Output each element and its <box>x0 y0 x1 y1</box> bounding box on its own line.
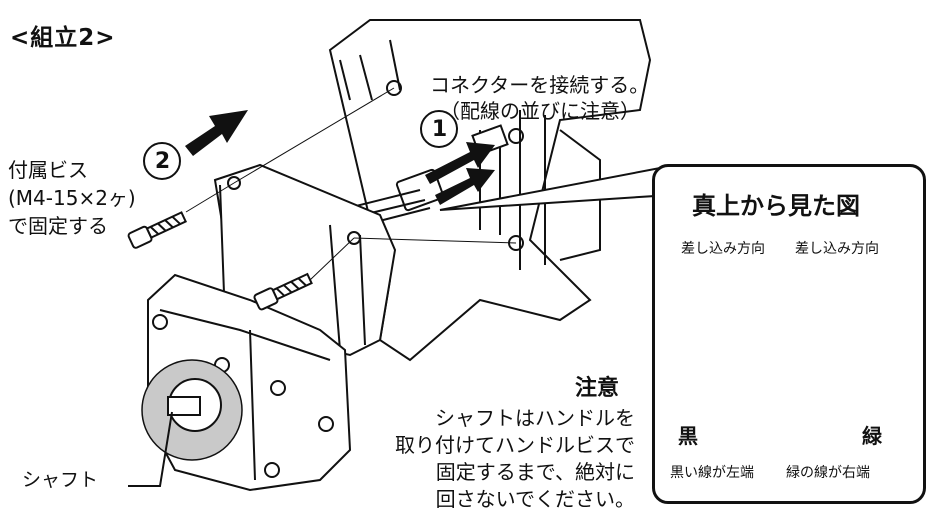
caution-line-3: 固定するまで、絶対に <box>435 460 635 484</box>
shaft-hub <box>141 359 243 461</box>
assembly-step-title: <組立2> <box>10 25 116 51</box>
left-insert-direction: 差し込み方向 <box>681 241 765 257</box>
black-wire-label: 黒 <box>678 424 698 448</box>
caution-heading: 注意 <box>575 376 620 401</box>
step-2-marker: ② <box>143 142 181 180</box>
fixing-note-line3: で固定する <box>8 214 108 238</box>
caution-line-2: 取り付けてハンドルビスで <box>395 433 635 457</box>
caution-line-4: 回さないでください。 <box>435 487 635 511</box>
screws <box>127 211 313 311</box>
connector-note-line2: （配線の並びに注意） <box>440 99 640 123</box>
fixing-note-line2: (M4-15×2ヶ) <box>8 186 136 210</box>
fixing-note-line1: 付属ビス <box>8 158 88 182</box>
top-view-callout <box>652 164 926 504</box>
black-wire-description: 黒い線が左端 <box>670 465 754 481</box>
shaft-label: シャフト <box>22 469 99 491</box>
green-wire-description: 緑の線が右端 <box>786 465 870 481</box>
step-2-number: 2 <box>154 149 171 174</box>
top-view-title: 真上から見た図 <box>692 192 860 220</box>
connector-note-line1: コネクターを接続する。 <box>430 73 650 97</box>
step-1-number: 1 <box>431 117 448 142</box>
guide-lines <box>185 87 517 281</box>
shaft-leader-line <box>128 411 173 487</box>
insert-arrows <box>185 110 495 205</box>
caution-line-1: シャフトはハンドルを <box>435 406 635 430</box>
right-insert-direction: 差し込み方向 <box>795 241 879 257</box>
step-1-marker: ① <box>420 110 458 148</box>
green-wire-label: 緑 <box>862 424 882 448</box>
